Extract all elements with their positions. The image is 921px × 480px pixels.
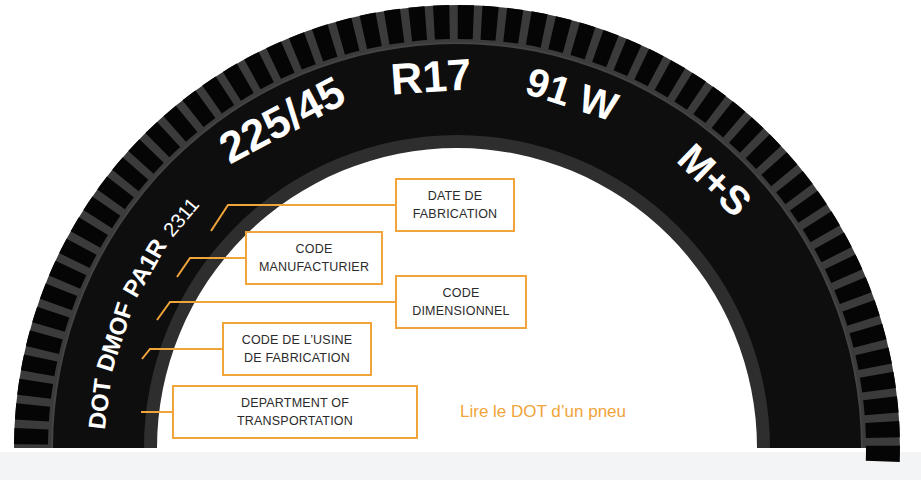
tread-block [266,41,294,78]
tread-block [570,22,595,59]
tread-block [49,261,86,289]
callout-box: DATE DE FABRICATION [395,178,515,232]
tread-block [384,9,404,45]
tread-block [40,283,77,310]
tread-block [634,49,663,86]
tread-block [592,30,618,67]
callout-box: CODE MANUFACTURIER [245,231,383,285]
leader-line [157,302,395,320]
tread-block [481,6,499,41]
tread-block [336,18,360,55]
ground-strip [0,452,921,480]
dot-code: DOT [85,378,115,431]
callout-text: CODE DIMENSIONNEL [405,284,517,320]
tread-block [866,446,900,462]
tread-block [843,300,880,326]
tread-block [865,421,900,438]
tread-block [834,277,871,304]
tread-block [59,239,96,268]
leader-line [211,205,395,231]
tread-block [289,32,316,69]
tread-block [860,372,896,393]
sidewall [52,43,862,448]
tread-block [433,5,450,40]
tire [14,5,900,462]
tread-block [548,16,571,53]
tread-block [825,254,862,282]
tread-block [32,307,69,332]
leader-lines [141,205,395,412]
tread-block [223,64,254,101]
tread-block [526,11,548,47]
tread-block [803,211,840,242]
callout-text: CODE DE L’USINE DE FABRICATION [232,331,362,367]
tread-block [458,5,474,39]
tread-block [26,330,63,354]
callout-text: DATE DE FABRICATION [405,187,505,223]
leader-line [177,258,245,277]
tread-block [408,6,427,41]
tread-block [17,379,53,399]
tread-block [863,396,898,415]
tread-block [614,39,642,76]
caption-note: Lire le DOT d’un pneu [460,402,626,422]
tread-block [503,8,523,44]
tread-block [850,324,887,348]
callout-text: DEPARTMENT OF TRANSPORTATION [182,394,408,430]
rim-size: R17 [389,52,473,102]
leader-line [142,349,222,359]
sidewall-edge [51,42,863,448]
tread-block [244,52,274,89]
tread-block [360,13,382,49]
tread-block [14,428,48,445]
tread-block [15,403,50,421]
tread-block [312,24,337,61]
rim-band [144,135,770,448]
callout-box: CODE DE L’USINE DE FABRICATION [222,322,372,376]
callout-box: DEPARTMENT OF TRANSPORTATION [172,385,418,439]
tread-band [14,5,900,448]
callout-text: CODE MANUFACTURIER [255,240,373,276]
tread-block [21,354,57,376]
leader-line [141,411,172,413]
callout-box: CODE DIMENSIONNEL [395,275,527,329]
tread-block [855,348,892,370]
tread-block [814,233,851,263]
